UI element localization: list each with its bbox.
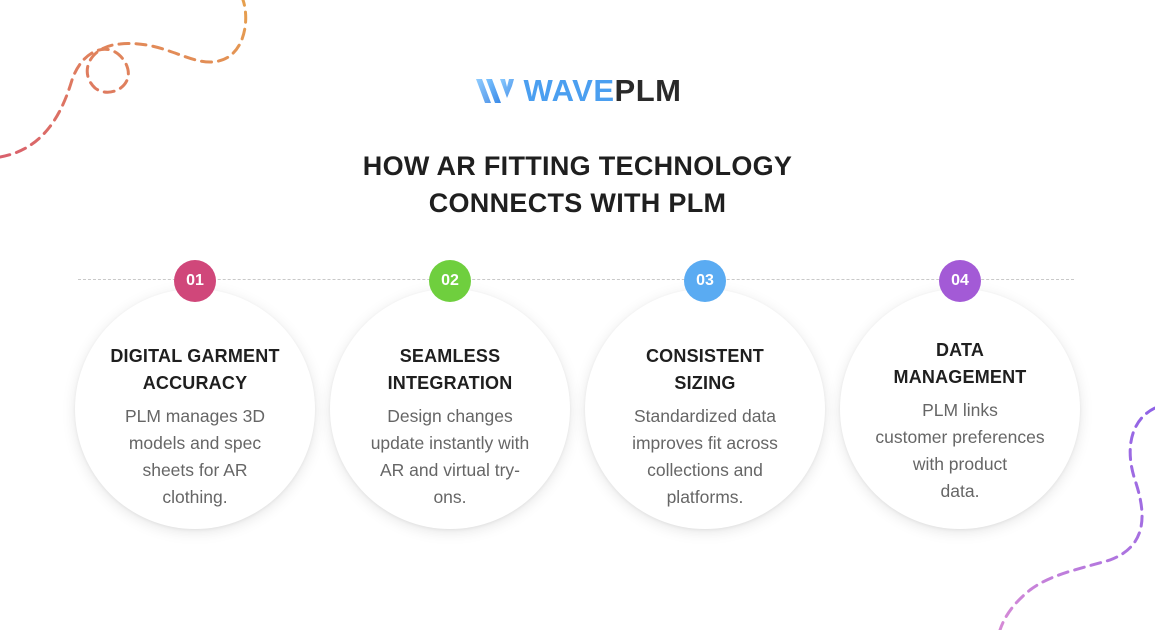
page-title-line2: CONNECTS WITH PLM <box>428 188 727 218</box>
step-description-line: customer preferences <box>875 427 1045 447</box>
step-description-line: models and spec <box>128 433 262 453</box>
step-circle <box>840 289 1080 529</box>
step-number-badge: 03 <box>684 260 726 302</box>
step-heading-line: DIGITAL GARMENT <box>110 346 280 366</box>
step-description-line: update instantly with <box>370 433 530 453</box>
step-heading-line: ACCURACY <box>142 373 248 393</box>
step-heading: DATA MANAGEMENT <box>858 337 1062 391</box>
step-content: CONSISTENT SIZING Standardized data impr… <box>603 343 807 511</box>
step-description-line: Standardized data <box>633 406 777 426</box>
step-content: SEAMLESS INTEGRATION Design changes upda… <box>348 343 552 511</box>
step-content: DATA MANAGEMENT PLM links customer prefe… <box>858 337 1062 505</box>
step-heading-line: DATA <box>935 340 985 360</box>
brand-logo: WAVEPLM <box>0 74 1155 106</box>
step-description-line: AR and virtual try- <box>379 460 521 480</box>
page-title-line1: HOW AR FITTING TECHNOLOGY <box>362 151 793 181</box>
wave-logo-icon <box>475 79 514 103</box>
step-description-line: PLM manages 3D <box>124 406 266 426</box>
step-description-line: with product <box>912 454 1008 474</box>
step-description-line: platforms. <box>666 487 744 507</box>
step-description-line: improves fit across <box>632 433 778 453</box>
step-description: PLM links customer preferences with prod… <box>858 397 1062 505</box>
step-card-4: 04 DATA MANAGEMENT PLM links customer pr… <box>840 260 1080 529</box>
step-description-line: ons. <box>433 487 467 507</box>
step-heading: SEAMLESS INTEGRATION <box>348 343 552 397</box>
step-number-badge: 02 <box>429 260 471 302</box>
step-heading: DIGITAL GARMENT ACCURACY <box>93 343 297 397</box>
step-description-line: data. <box>940 481 980 501</box>
step-description: PLM manages 3D models and spec sheets fo… <box>93 403 297 511</box>
step-circle <box>585 289 825 529</box>
step-description-line: sheets for AR <box>142 460 248 480</box>
step-number-badge: 04 <box>939 260 981 302</box>
step-circle <box>330 289 570 529</box>
step-content: DIGITAL GARMENT ACCURACY PLM manages 3D … <box>93 343 297 511</box>
timeline-connector <box>78 279 1074 280</box>
step-card-2: 02 SEAMLESS INTEGRATION Design changes u… <box>330 260 570 529</box>
step-description-line: collections and <box>647 460 763 480</box>
page-title: HOW AR FITTING TECHNOLOGY CONNECTS WITH … <box>0 148 1155 222</box>
step-heading: CONSISTENT SIZING <box>603 343 807 397</box>
step-description-line: Design changes <box>387 406 513 426</box>
step-heading-line: SIZING <box>674 373 736 393</box>
brand-name-part2: PLM <box>614 72 682 108</box>
step-heading-line: SEAMLESS <box>399 346 501 366</box>
brand-name-part1: WAVE <box>523 72 615 108</box>
step-heading-line: CONSISTENT <box>645 346 764 366</box>
step-heading-line: MANAGEMENT <box>893 367 1027 387</box>
step-description: Standardized data improves fit across co… <box>603 403 807 511</box>
step-number-badge: 01 <box>174 260 216 302</box>
brand-name: WAVEPLM <box>524 75 682 106</box>
step-description-line: clothing. <box>162 487 228 507</box>
step-card-1: 01 DIGITAL GARMENT ACCURACY PLM manages … <box>75 260 315 529</box>
step-description-line: PLM links <box>922 400 998 420</box>
step-description: Design changes update instantly with AR … <box>348 403 552 511</box>
step-heading-line: INTEGRATION <box>387 373 513 393</box>
step-circle <box>75 289 315 529</box>
step-card-3: 03 CONSISTENT SIZING Standardized data i… <box>585 260 825 529</box>
